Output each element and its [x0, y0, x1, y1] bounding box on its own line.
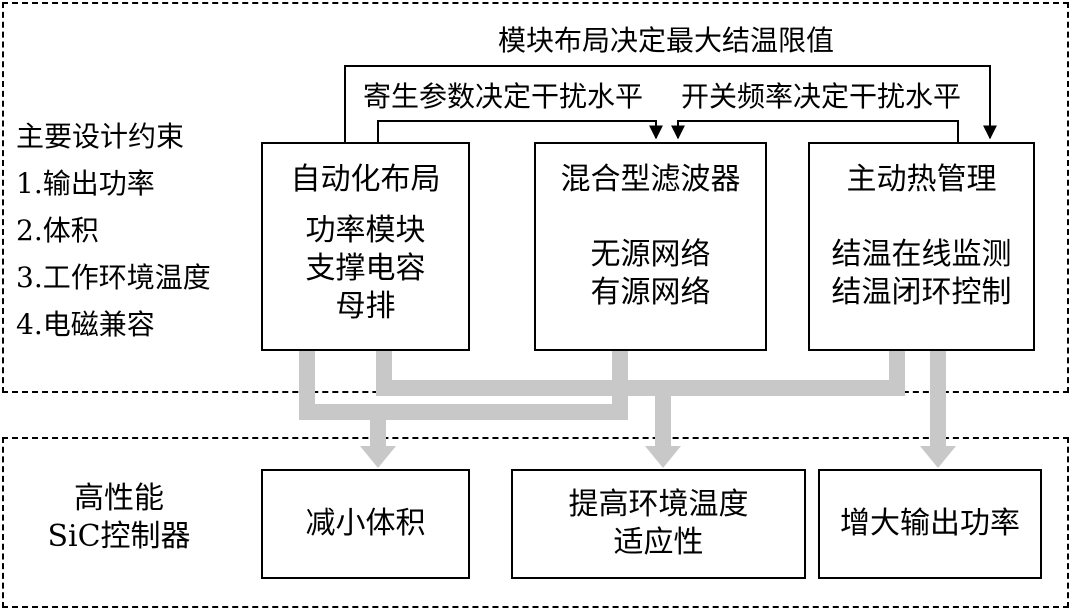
- controller-frame: [2, 437, 1069, 608]
- controller-label: 高性能 SiC控制器: [24, 480, 214, 556]
- right-connector: [671, 120, 959, 142]
- constraint-item: 4.电磁兼容: [16, 308, 155, 341]
- outcome-reduce-volume: 减小体积: [261, 469, 470, 579]
- controller-label-line: 高性能: [74, 481, 164, 516]
- module-auto-layout: 自动化布局 功率模块 支撑电容 母排: [261, 142, 470, 351]
- controller-label-line: SiC控制器: [47, 519, 191, 554]
- module-line: 支撑电容: [305, 251, 426, 286]
- module-active-thermal: 主动热管理 结温在线监测 结温闭环控制: [808, 142, 1035, 351]
- module-title: 混合型滤波器: [560, 162, 741, 197]
- module-line: 母排: [335, 289, 396, 324]
- left-connector: [377, 120, 663, 142]
- outcome-line: 增大输出功率: [840, 506, 1020, 541]
- module-line: 无源网络: [590, 237, 711, 272]
- top-connector-label: 模块布局决定最大结温限值: [498, 24, 835, 57]
- outcome-increase-power: 增大输出功率: [818, 469, 1042, 579]
- flow-arrowhead-volume: [360, 446, 396, 468]
- constraint-item: 3.工作环境温度: [16, 261, 211, 294]
- constraint-item: 2.体积: [16, 214, 99, 247]
- module-line: 有源网络: [590, 275, 711, 310]
- flow-line-temperature: [376, 350, 905, 396]
- module-line: 结温在线监测: [831, 237, 1012, 272]
- outcome-temperature-adaptability: 提高环境温度 适应性: [511, 469, 806, 579]
- outcome-line: 提高环境温度: [568, 487, 749, 522]
- flow-arrowhead-power: [920, 446, 956, 468]
- module-line: 功率模块: [305, 213, 426, 248]
- left-connector-label: 寄生参数决定干扰水平: [363, 80, 644, 113]
- top-connector: [344, 65, 997, 142]
- constraint-item: 1.输出功率: [16, 167, 155, 200]
- right-connector-label: 开关频率决定干扰水平: [681, 80, 962, 113]
- module-title: 主动热管理: [846, 162, 997, 197]
- outcome-line: 减小体积: [305, 506, 426, 541]
- constraints-title: 主要设计约束: [16, 120, 185, 153]
- module-title: 自动化布局: [290, 162, 441, 197]
- outcome-line: 适应性: [613, 525, 704, 560]
- flow-arrowhead-temperature: [645, 446, 681, 468]
- module-line: 结温闭环控制: [831, 275, 1012, 310]
- module-hybrid-filter: 混合型滤波器 无源网络 有源网络: [534, 142, 767, 351]
- constraints-list: 主要设计约束 1.输出功率 2.体积 3.工作环境温度 4.电磁兼容: [16, 113, 211, 348]
